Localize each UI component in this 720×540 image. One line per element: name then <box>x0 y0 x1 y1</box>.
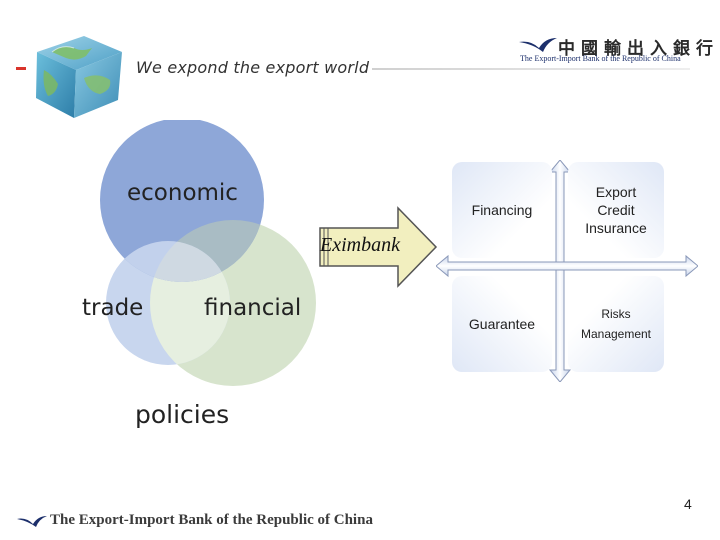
bird-logo-icon <box>519 38 557 52</box>
globe-cube-icon <box>36 36 122 118</box>
header-accent-dash <box>16 67 26 70</box>
quadrant-guarantee-label: Guarantee <box>468 316 536 332</box>
eximbank-label: Eximbank <box>320 234 400 256</box>
quadrant-export-credit-insurance: Export Credit Insurance <box>568 162 664 258</box>
quadrant-risks-line-2: Management <box>580 327 652 341</box>
eximbank-arrow <box>319 206 438 288</box>
venn-diagram <box>100 120 316 386</box>
venn-label-economic: economic <box>127 180 238 206</box>
venn-label-financial: financial <box>204 295 302 321</box>
venn-caption-policies: policies <box>135 400 230 429</box>
quadrant-export-line-3: Insurance <box>585 220 647 236</box>
quadrant-guarantee: Guarantee <box>452 276 552 372</box>
footer-bank-name: The Export-Import Bank of the Republic o… <box>50 512 373 528</box>
quadrant-axes <box>436 160 698 382</box>
bank-name-chinese: 中國輸出入銀行 <box>558 39 719 59</box>
quadrant-financing: Financing <box>452 162 552 258</box>
footer-bird-logo-icon <box>17 516 47 527</box>
bank-name-english-header: The Export-Import Bank of the Republic o… <box>520 54 681 63</box>
quadrant-export-line-1: Export <box>595 184 637 200</box>
header-divider <box>372 68 690 70</box>
quadrant-risks-management: Risks Management <box>568 276 664 372</box>
quadrant-financing-label: Financing <box>471 202 533 218</box>
venn-label-trade: trade <box>82 295 144 321</box>
header-slogan: We expond the export world <box>136 58 370 77</box>
quadrant-export-line-2: Credit <box>597 202 635 218</box>
quadrant-risks-line-1: Risks <box>601 307 631 321</box>
page-number: 4 <box>684 496 692 512</box>
